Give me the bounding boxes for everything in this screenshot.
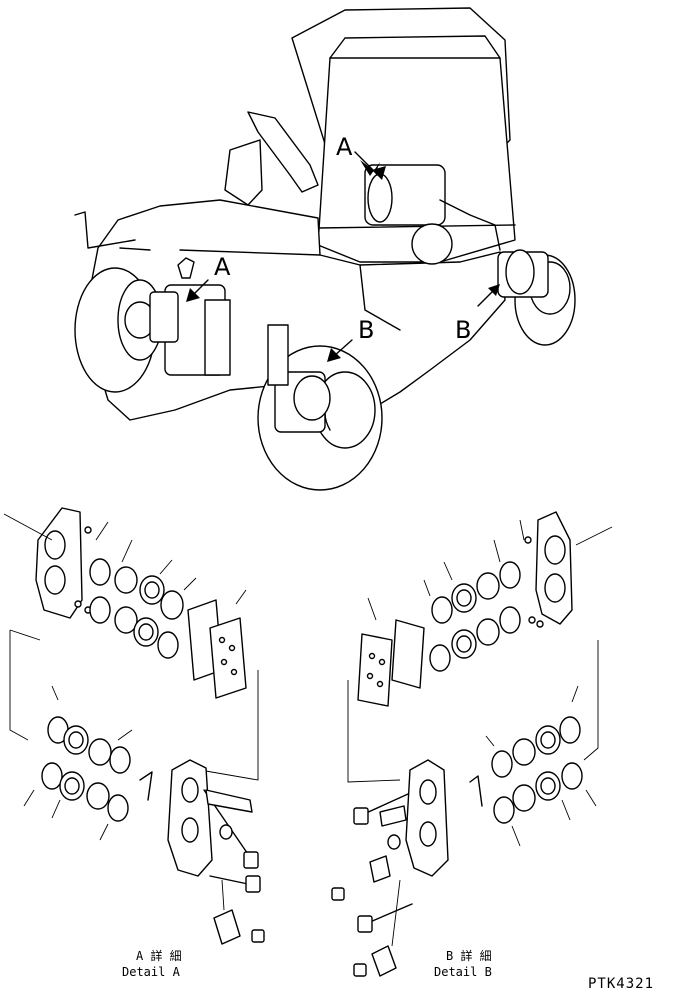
detail-b-exploded-view: [331, 511, 613, 977]
arrow-b-lower: [327, 339, 353, 362]
detail-a-caption-en: Detail A: [122, 965, 181, 979]
detail-b-caption-en: Detail B: [434, 965, 492, 979]
callout-b-lower: B: [358, 316, 374, 344]
callout-a-lower: A: [214, 253, 231, 281]
drawing-code: PTK4321: [588, 976, 654, 992]
detail-a-caption-jp: A 詳 細: [136, 948, 182, 963]
callout-b-right: B: [455, 316, 471, 344]
arrow-b-right: [477, 284, 500, 307]
detail-b-caption-jp: B 詳 細: [446, 948, 492, 963]
callout-a-upper: A: [336, 133, 353, 161]
arrow-a-upper: [354, 151, 386, 180]
detail-a-exploded-view: [3, 507, 265, 945]
arrow-a-lower: [186, 279, 209, 302]
vehicle-overview: A A B B: [74, 7, 576, 491]
